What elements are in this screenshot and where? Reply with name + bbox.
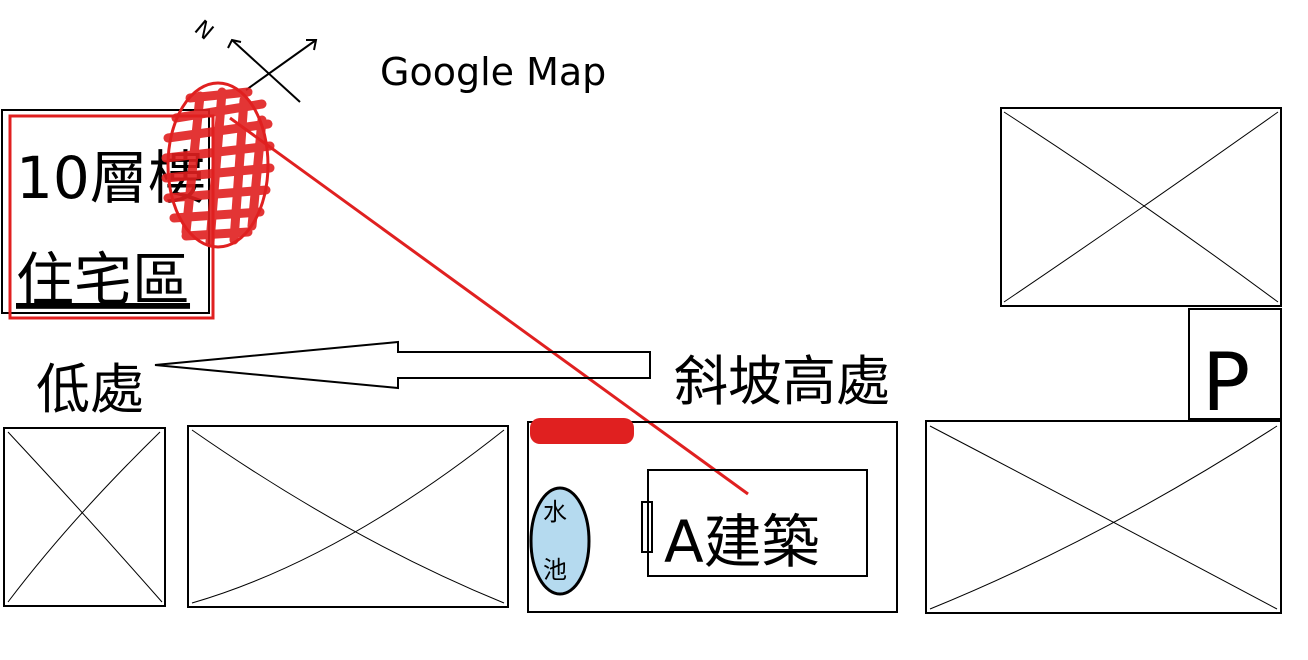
compass-north-label: N (189, 16, 218, 46)
viewpoint-marker (161, 81, 275, 249)
building-a-outline (647, 469, 868, 577)
building-bottom-right (925, 420, 1282, 614)
map-title: Google Map (380, 50, 606, 94)
site-a-boundary (527, 421, 898, 613)
pool-label-2: 池 (543, 556, 567, 584)
pool: 水 池 (529, 486, 591, 596)
slope-arrow-icon (154, 340, 651, 390)
site-a: A建築 水 池 (527, 418, 898, 613)
building-bottom-left-1 (3, 427, 166, 607)
residential-area-label: 住宅區 (16, 246, 190, 314)
pool-label-1: 水 (543, 498, 567, 526)
building-a-label: A建築 (664, 508, 820, 576)
parking-icon: P (1202, 336, 1250, 429)
building-bottom-left-2 (187, 425, 509, 608)
sight-line (229, 116, 749, 496)
building-top-right (1000, 107, 1282, 307)
parking-area: P (1188, 308, 1282, 429)
red-entrance-marker (530, 418, 634, 444)
low-point-label: 低處 (36, 358, 144, 421)
slope-high-label: 斜坡高處 (674, 350, 890, 413)
compass-icon: N (189, 16, 318, 103)
building-a-door (641, 501, 653, 553)
